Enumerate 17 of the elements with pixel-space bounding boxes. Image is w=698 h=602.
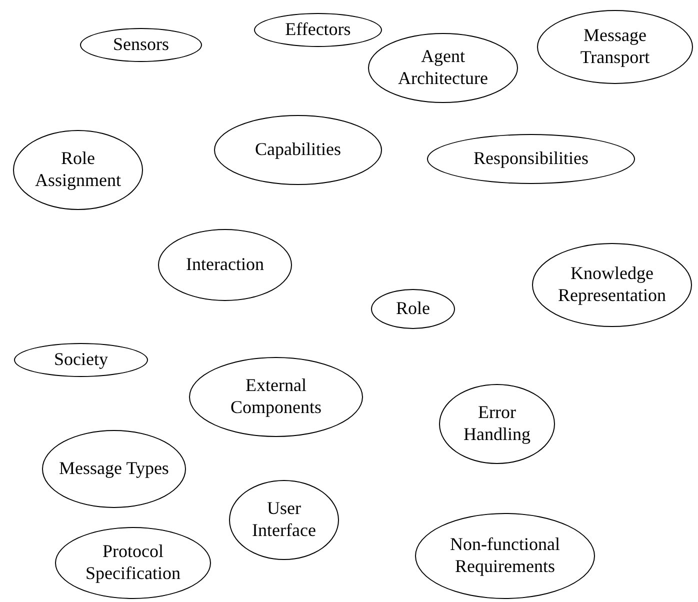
node-label: Capabilities [255, 139, 341, 161]
node-label: Effectors [285, 19, 351, 41]
node-label: Responsibilities [473, 148, 588, 170]
node-label: Non-functional Requirements [449, 534, 561, 578]
node-label: Agent Architecture [397, 46, 489, 90]
node-label: Interaction [186, 254, 264, 276]
node-label: User Interface [251, 498, 317, 542]
node-label: External Components [229, 375, 322, 419]
node-label: Error Handling [462, 402, 532, 446]
node-label: Role Assignment [34, 148, 122, 192]
node-label: Role [396, 298, 430, 320]
node-label: Society [54, 349, 108, 371]
node-label: Sensors [112, 34, 169, 56]
node-label: Message Types [59, 458, 169, 480]
node-label: Message Transport [579, 25, 651, 69]
node-label: Protocol Specification [84, 541, 182, 585]
node-label: Knowledge Representation [557, 263, 667, 307]
